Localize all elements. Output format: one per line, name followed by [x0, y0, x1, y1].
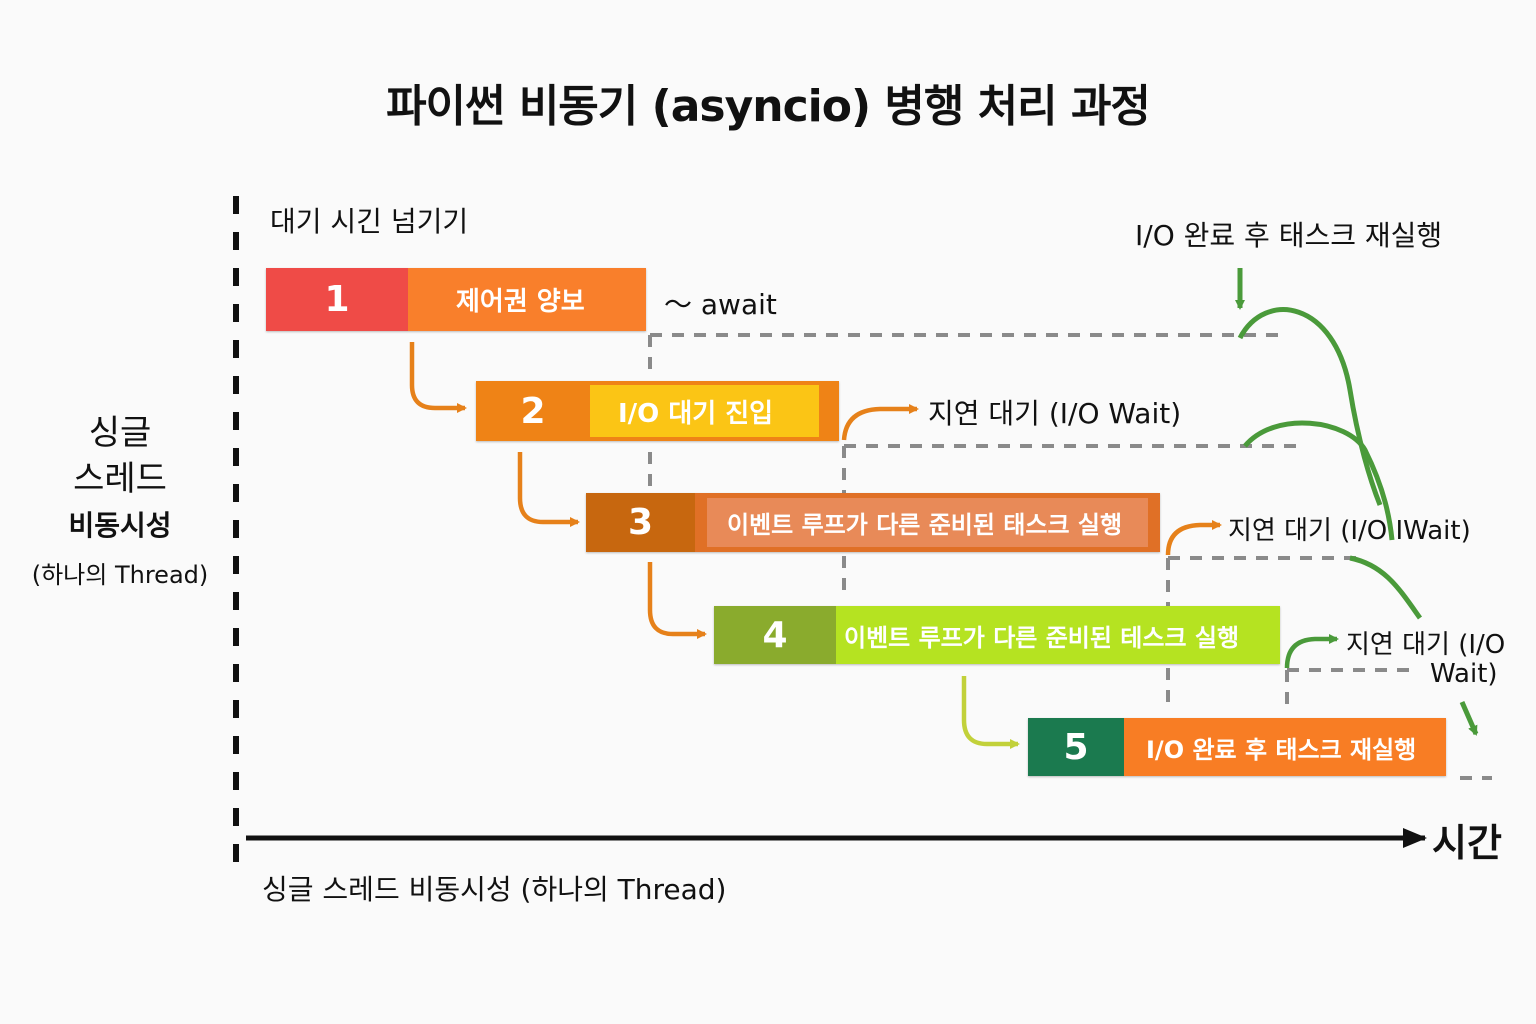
task-bar-1: 1 제어권 양보 [266, 268, 646, 331]
wait-label-arrows [841, 404, 1222, 556]
time-axis-label: 시간 [1432, 821, 1502, 865]
left-label-line4: (하나의 Thread) [31, 561, 209, 589]
step-arrows [409, 342, 707, 639]
task-label-5: I/O 완료 후 태스크 재실행 [1124, 718, 1446, 776]
wait-label-1: 지연 대기 (I/O Wait) [928, 397, 1182, 430]
task-bar-4: 4 이벤트 루프가 다른 준비된 테스크 실행 [714, 606, 1280, 664]
left-label: 싱글 스레드 비동시성 (하나의 Thread) [20, 410, 220, 600]
task-label-2: I/O 대기 진입 [590, 385, 819, 437]
task-label-4: 이벤트 루프가 다른 준비된 테스크 실행 [836, 606, 1280, 664]
top-label: 대기 시긴 넘기기 [270, 205, 469, 238]
left-label-line3: 비동시성 [68, 509, 172, 542]
task-number-2: 2 [476, 381, 590, 441]
resume-curves [1237, 307, 1423, 620]
left-label-line2: 스레드 [73, 459, 167, 499]
diagram-title: 파이썬 비동기 (asyncio) 병행 처리 과정 [386, 81, 1151, 132]
wait-label-3-line2: Wait) [1430, 659, 1498, 689]
io-complete-label: I/O 완료 후 태스크 재실행 [1135, 219, 1443, 252]
bottom-label: 싱글 스레드 비동시성 (하나의 Thread) [262, 873, 727, 906]
task-label-3: 이벤트 루프가 다른 준비된 태스크 실행 [707, 498, 1148, 547]
await-label: 〜 await [664, 288, 777, 321]
resume-down-arrow-2 [1459, 700, 1479, 736]
task-bar-5: 5 I/O 완료 후 태스크 재실행 [1028, 718, 1446, 776]
task-number-5: 5 [1028, 718, 1124, 776]
left-label-line1: 싱글 [88, 413, 152, 453]
task-bar-2: 2 I/O 대기 진입 [476, 381, 839, 441]
task-number-1: 1 [266, 268, 408, 331]
task-number-3: 3 [586, 493, 695, 552]
step-arrow-4-to-5 [961, 676, 1020, 749]
task-label-1: 제어권 양보 [408, 268, 646, 331]
task-number-4: 4 [714, 606, 836, 664]
wait-label-3-line1: 지연 대기 (I/O [1346, 630, 1506, 660]
wait-label-2: 지연 대기 (I/O IWait) [1228, 516, 1471, 546]
task-bar-3: 3 이벤트 루프가 다른 준비된 태스크 실행 [586, 493, 1160, 552]
wait-label-arrow-green [1284, 634, 1339, 669]
